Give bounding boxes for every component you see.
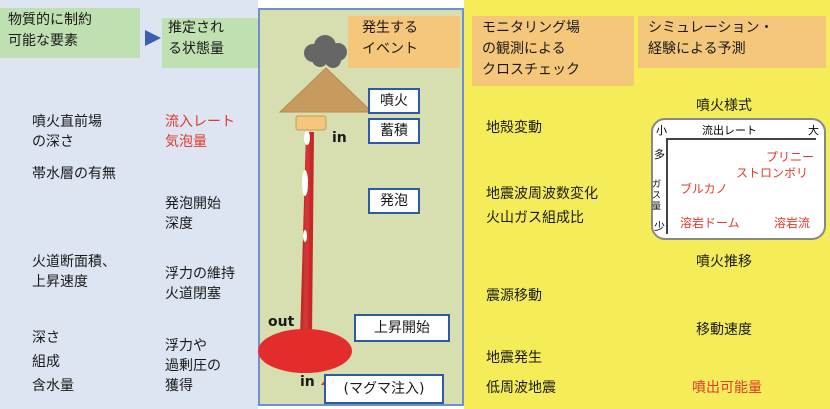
col4-item-hypocenter: 震源移動: [486, 288, 542, 304]
magma-chamber-icon: [258, 329, 352, 373]
col5-eruption-style: 噴火様式: [696, 98, 752, 114]
col1-panel: [0, 0, 258, 409]
col1-item-composition: 深さ 組成 含水量: [32, 330, 74, 394]
shallow-reservoir-icon: [295, 115, 327, 131]
flow-label-in-bottom: in: [300, 374, 315, 390]
chart-small-label: 小: [656, 124, 667, 137]
smoke-icon: [304, 35, 347, 68]
col4-item-earthquake: 地震発生: [486, 350, 542, 366]
chart-large-label: 大: [808, 124, 819, 137]
chart-axis-top: [668, 138, 816, 140]
header-monitoring: モニタリング場 の観測による クロスチェック: [472, 16, 634, 86]
col2-item-foaming-depth: 発泡開始 深度: [165, 196, 221, 232]
header-prediction: シミュレーション・ 経験による予測: [638, 16, 826, 68]
chart-type-strombolian: ストロンボリ: [736, 166, 809, 180]
col1-item-aquifer: 帯水層の有無: [32, 166, 116, 182]
bubble-icon: [304, 131, 310, 145]
col5-speed: 移動速度: [696, 322, 752, 338]
chart-type-plinian: プリニー: [766, 150, 815, 164]
col5-transition: 噴火推移: [696, 254, 752, 270]
volcano-cone-icon: [278, 67, 374, 113]
bubble-icon: [303, 230, 307, 242]
col2-item-inflow: 流入レート 気泡量: [165, 114, 235, 150]
col2-item-overpressure: 浮力や 過剰圧の 獲得: [165, 338, 221, 394]
event-magma-injection: (マグマ注入): [324, 374, 444, 404]
col5-eruptible-volume: 噴出可能量: [692, 380, 762, 396]
header-events: 発生する イベント: [348, 16, 460, 68]
event-accumulation: 蓄積: [368, 118, 420, 144]
flow-label-in-top: in: [332, 130, 347, 146]
bubble-icon: [302, 170, 308, 196]
event-eruption: 噴火: [368, 88, 420, 114]
col1-item-conduit: 火道断面積、 上昇速度: [32, 254, 116, 290]
chart-type-vulcanian: ブルカノ: [680, 182, 728, 196]
chart-type-lava-dome: 溶岩ドーム: [680, 216, 740, 230]
chart-axis-left: [666, 138, 668, 234]
volcano-illustration: [258, 35, 374, 398]
col4-item-seismic-gas: 地震波周波数変化 火山ガス組成比: [486, 186, 598, 226]
chart-many-label: 多: [654, 148, 665, 161]
chart-few-label: 少: [654, 220, 665, 233]
event-ascent-start: 上昇開始: [354, 314, 450, 342]
arrow-icon: [143, 28, 163, 52]
col4-item-crustal-deformation: 地殻変動: [486, 120, 542, 136]
col4-item-lf-earthquake: 低周波地震: [486, 380, 556, 396]
header-estimated-state: 推定され る状態量: [162, 18, 258, 68]
header-constrainable-elements: 物質的に制約 可能な要素: [0, 8, 140, 58]
chart-outflow-label: 流出レート: [702, 124, 757, 137]
col1-item-depth: 噴火直前場 の深さ: [32, 114, 102, 150]
chart-gas-label: ガ ス 量: [652, 180, 662, 212]
col2-item-buoyancy: 浮力の維持 火道閉塞: [165, 266, 235, 302]
flow-label-out: out: [268, 314, 295, 330]
event-foaming: 発泡: [368, 188, 420, 214]
chart-type-lava-flow: 溶岩流: [774, 216, 811, 230]
